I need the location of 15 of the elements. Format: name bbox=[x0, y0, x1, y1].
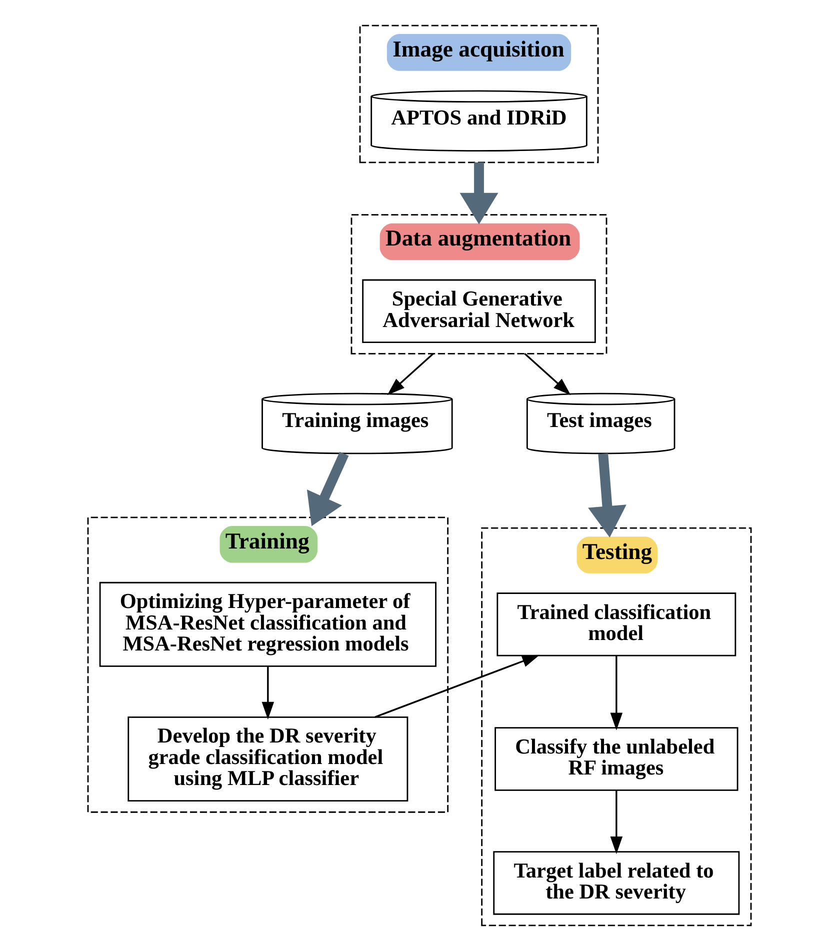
arrow bbox=[588, 453, 626, 538]
arrow bbox=[459, 162, 498, 224]
arrow bbox=[306, 452, 348, 526]
arrow bbox=[610, 790, 622, 854]
node-box: Target label related to the DR severity bbox=[492, 851, 740, 915]
arrow bbox=[386, 353, 434, 396]
node-box: Classify the unlabeled RF images bbox=[494, 727, 738, 791]
arrow bbox=[524, 353, 570, 396]
arrow bbox=[261, 666, 274, 720]
arrow bbox=[610, 656, 622, 730]
node-box: Optimizing Hyper-parameter of MSA-ResNet classification and MSA-ResNet regression models bbox=[98, 582, 436, 667]
node-box: Develop the DR severity grade classification model using MLP classifier bbox=[127, 716, 408, 802]
node-box: Special Generative Adversarial Network bbox=[362, 279, 596, 344]
node-box: Trained classification model bbox=[496, 592, 736, 656]
arrow bbox=[374, 654, 540, 718]
